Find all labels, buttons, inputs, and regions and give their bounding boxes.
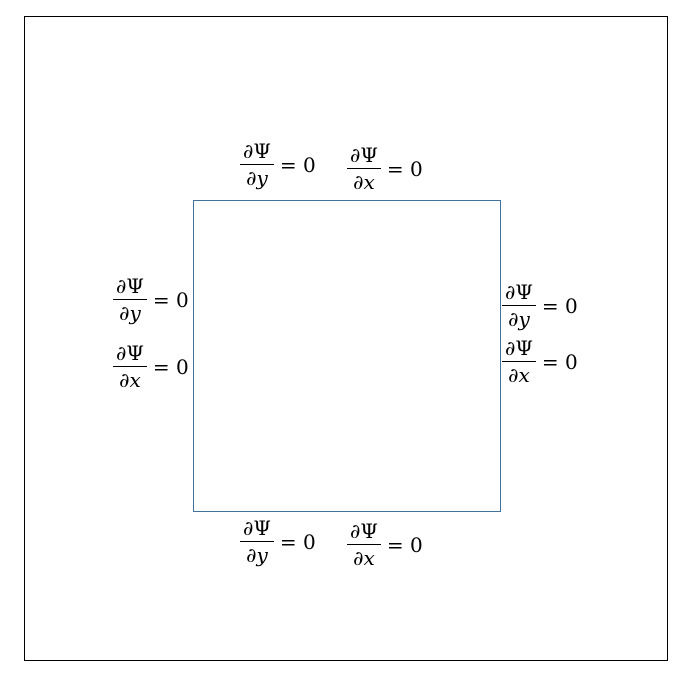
numerator: ∂Ψ	[502, 281, 536, 306]
denominator: ∂y	[505, 306, 533, 330]
numerator: ∂Ψ	[240, 140, 274, 165]
bc-bottom-left: ∂Ψ ∂y = 0	[240, 517, 316, 566]
denominator: ∂x	[116, 367, 144, 391]
numerator: ∂Ψ	[347, 520, 381, 545]
inner-square	[193, 200, 501, 512]
bc-left-lower: ∂Ψ ∂x = 0	[113, 342, 189, 391]
fraction: ∂Ψ ∂x	[113, 342, 147, 391]
denominator-text: ∂x	[353, 546, 375, 570]
numerator: ∂Ψ	[502, 337, 536, 362]
bc-right-upper: ∂Ψ ∂y = 0	[502, 281, 578, 330]
bc-right-lower: ∂Ψ ∂x = 0	[502, 337, 578, 386]
fraction: ∂Ψ ∂y	[240, 140, 274, 189]
fraction: ∂Ψ ∂y	[502, 281, 536, 330]
denominator-text: ∂x	[119, 368, 141, 392]
fraction: ∂Ψ ∂y	[113, 275, 147, 324]
equals-zero: = 0	[386, 156, 423, 181]
denominator-text: ∂y	[246, 166, 268, 190]
equals-zero: = 0	[541, 349, 578, 374]
denominator-text: ∂y	[246, 543, 268, 567]
fraction: ∂Ψ ∂y	[240, 517, 274, 566]
equals-zero: = 0	[279, 152, 316, 177]
denominator-text: ∂y	[119, 301, 141, 325]
numerator: ∂Ψ	[240, 517, 274, 542]
denominator: ∂y	[243, 542, 271, 566]
numerator: ∂Ψ	[113, 275, 147, 300]
equals-zero: = 0	[541, 293, 578, 318]
fraction: ∂Ψ ∂x	[502, 337, 536, 386]
fraction: ∂Ψ ∂x	[347, 520, 381, 569]
denominator: ∂x	[350, 169, 378, 193]
denominator: ∂x	[505, 362, 533, 386]
equals-zero: = 0	[152, 354, 189, 379]
denominator: ∂y	[116, 300, 144, 324]
equals-zero: = 0	[152, 287, 189, 312]
numerator: ∂Ψ	[347, 144, 381, 169]
denominator-text: ∂x	[508, 363, 530, 387]
bc-top-left: ∂Ψ ∂y = 0	[240, 140, 316, 189]
fraction: ∂Ψ ∂x	[347, 144, 381, 193]
bc-left-upper: ∂Ψ ∂y = 0	[113, 275, 189, 324]
outer-frame	[24, 16, 668, 661]
equals-zero: = 0	[279, 529, 316, 554]
bc-top-right: ∂Ψ ∂x = 0	[347, 144, 423, 193]
equals-zero: = 0	[386, 532, 423, 557]
denominator: ∂y	[243, 165, 271, 189]
denominator-text: ∂x	[353, 170, 375, 194]
denominator: ∂x	[350, 545, 378, 569]
bc-bottom-right: ∂Ψ ∂x = 0	[347, 520, 423, 569]
numerator: ∂Ψ	[113, 342, 147, 367]
denominator-text: ∂y	[508, 307, 530, 331]
